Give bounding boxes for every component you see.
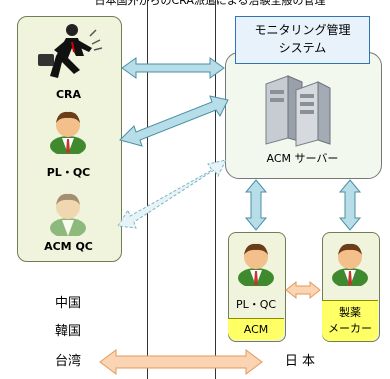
person-pharma-icon xyxy=(332,243,368,286)
pharma-label-line1: 製薬 xyxy=(339,306,361,319)
arrow-server-pharma xyxy=(338,179,362,231)
pharma-label-line2: メーカー xyxy=(328,322,372,335)
pharma-yellow-panel xyxy=(322,300,378,341)
server-icon xyxy=(265,75,331,147)
person-acm-plqc-icon xyxy=(238,243,274,286)
region-divider-right xyxy=(215,0,216,379)
acm-org-label: ACM xyxy=(228,318,284,340)
running-businessman-icon xyxy=(38,24,103,78)
country-taiwan: 台湾 xyxy=(54,354,81,369)
cra-label: CRA xyxy=(55,88,82,101)
arrow-plqc-server xyxy=(119,95,229,147)
country-china: 中国 xyxy=(54,296,81,311)
plqc-label: PL・QC xyxy=(46,166,91,179)
person-acm-qc-icon xyxy=(50,193,86,236)
region-divider-left xyxy=(147,0,148,379)
acm-qc-label: ACM QC xyxy=(44,240,93,253)
person-plqc-icon xyxy=(50,111,86,154)
acm-plqc-label: PL・QC xyxy=(235,298,277,311)
arrow-server-acm xyxy=(244,179,268,231)
acm-server-label: ACM サーバー xyxy=(266,152,339,165)
arrow-cra-server xyxy=(121,57,225,79)
country-korea: 韓国 xyxy=(54,324,81,339)
arrow-acmqc-server xyxy=(117,159,227,229)
japan-label: 日 本 xyxy=(284,354,316,369)
monitoring-system-title: モニタリング管理 システム xyxy=(235,16,370,64)
arrow-overseas-japan xyxy=(99,349,263,375)
diagram-header: 日本国外からのCRA派遣による治験全般の管理 xyxy=(94,0,326,7)
arrow-acm-pharma xyxy=(285,280,321,300)
